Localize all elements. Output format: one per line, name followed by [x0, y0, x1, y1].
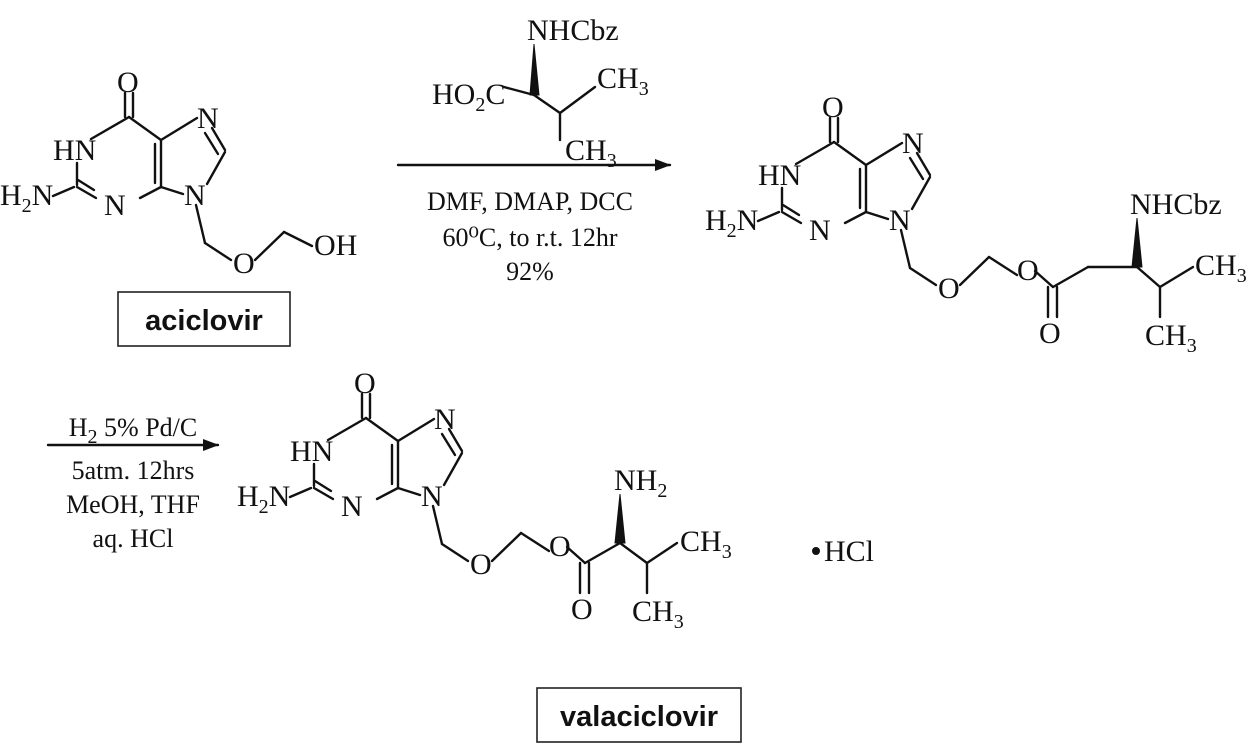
intermediate-structure: O HN N H2​N N N O O O NHCbz CH3​ CH3​: [705, 91, 1247, 357]
valaciclovir-atom-ch3-lower: CH3​: [632, 595, 684, 633]
valaciclovir-atom-o-ester: O: [549, 530, 571, 563]
aciclovir-label: aciclovir: [145, 305, 263, 337]
salt-dot: [812, 547, 820, 555]
intermediate-atom-o-ester: O: [1017, 254, 1039, 287]
aciclovir-structure: O HN N H2​N N N O OH: [0, 66, 357, 280]
valaciclovir-atom-hn: HN: [290, 435, 333, 468]
valaciclovir-atom-n7: N: [434, 403, 456, 436]
valaciclovir-label-box: valaciclovir: [536, 687, 742, 743]
intermediate-atom-n9: N: [889, 204, 911, 237]
step1-conditions: DMF, DMAP, DCC 60⁰C, to r.t. 12hr 92%: [427, 187, 633, 286]
aciclovir-atom-o: O: [117, 66, 139, 99]
step2-conditions-below: 5atm. 12hrs MeOH, THF aq. HCl: [66, 456, 200, 553]
intermediate-atom-n7: N: [902, 127, 924, 160]
valaciclovir-atom-n9: N: [421, 480, 443, 513]
intermediate-bonds: [756, 116, 1195, 319]
valaciclovir-atom-o: O: [354, 367, 376, 400]
intermediate-atom-o: O: [822, 91, 844, 124]
aciclovir-label-box: aciclovir: [117, 291, 291, 347]
step2-condition-acid: aq. HCl: [93, 524, 174, 553]
intermediate-atom-o-carbonyl: O: [1039, 317, 1061, 350]
valaciclovir-bonds: [288, 392, 679, 595]
reagent-atom-ch3-upper: CH3​: [597, 62, 649, 100]
valaciclovir-atom-nh2: NH2​: [614, 464, 667, 502]
valaciclovir-atom-h2n: H2​N: [237, 480, 290, 518]
intermediate-atom-o-ether: O: [938, 272, 960, 305]
hcl-salt: HCl: [812, 535, 874, 568]
reagent-atom-nhcbz: NHCbz: [527, 14, 619, 47]
intermediate-atom-ch3-lower: CH3​: [1145, 319, 1197, 357]
aciclovir-atom-h2n: H2​N: [0, 179, 53, 217]
step1-condition-temperature: 60⁰C, to r.t. 12hr: [442, 223, 617, 252]
valaciclovir-atom-n3: N: [341, 490, 363, 523]
valaciclovir-atom-ch3-upper: CH3​: [680, 525, 732, 563]
salt-hcl: HCl: [824, 535, 874, 568]
aciclovir-atom-n7: N: [197, 102, 219, 135]
valaciclovir-atom-o-ether: O: [470, 548, 492, 581]
valaciclovir-label: valaciclovir: [560, 701, 718, 733]
aciclovir-bonds: [51, 91, 314, 262]
step2-condition-catalyst: H2​ 5% Pd/C: [69, 413, 197, 448]
step2-condition-pressure: 5atm. 12hrs: [72, 456, 195, 485]
step2-conditions-above: H2​ 5% Pd/C: [69, 413, 197, 448]
intermediate-atom-hn: HN: [758, 159, 801, 192]
valaciclovir-structure: O HN N H2​N N N O O O NH2​ CH3​ CH3​: [237, 367, 732, 633]
valaciclovir-atom-o-carbonyl: O: [571, 593, 593, 626]
reagent-atom-ho2c: HO2​C: [432, 78, 505, 116]
intermediate-atom-n3: N: [809, 214, 831, 247]
aciclovir-atom-o-ether: O: [233, 247, 255, 280]
aciclovir-atom-n9: N: [184, 179, 206, 212]
cbz-valine-reagent: NHCbz HO2​C CH3​ CH3​: [432, 14, 649, 172]
reagent-atom-ch3-lower: CH3​: [565, 134, 617, 172]
aciclovir-atom-n3: N: [104, 189, 126, 222]
step1-condition-yield: 92%: [506, 257, 554, 286]
intermediate-atom-ch3-upper: CH3​: [1195, 249, 1247, 287]
step2-condition-solvent: MeOH, THF: [66, 490, 200, 519]
intermediate-atom-nhcbz: NHCbz: [1130, 188, 1222, 221]
intermediate-atom-h2n: H2​N: [705, 204, 758, 242]
aciclovir-atom-hn: HN: [53, 134, 96, 167]
aciclovir-atom-oh: OH: [314, 229, 357, 262]
step1-condition-reagents: DMF, DMAP, DCC: [427, 187, 633, 216]
